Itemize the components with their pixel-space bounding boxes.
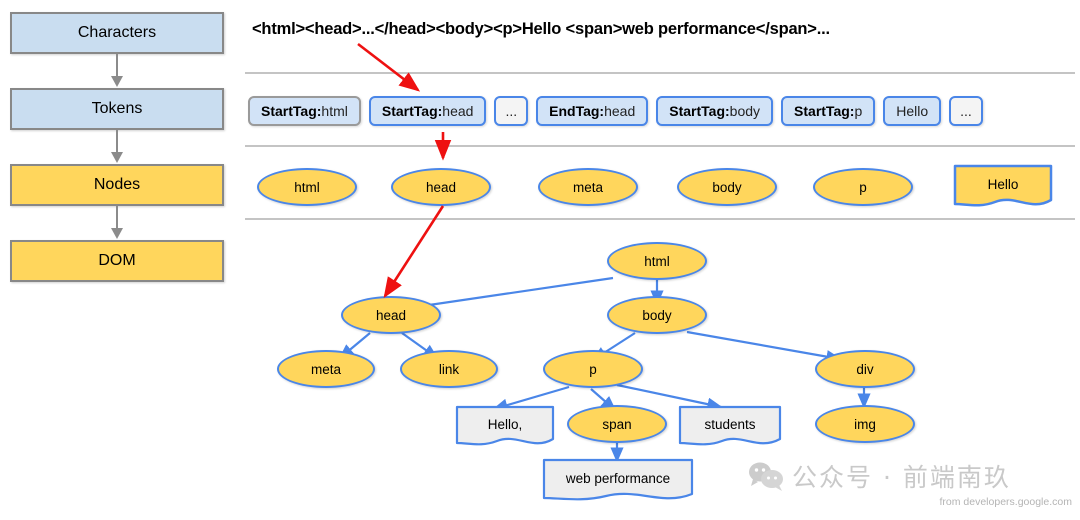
node-head[interactable]: head xyxy=(391,168,491,206)
node-row: html head meta body p Hello xyxy=(248,160,1078,212)
tree-node-label: head xyxy=(375,307,407,323)
tree-node-label: meta xyxy=(310,361,341,377)
tree-node-body[interactable]: body xyxy=(607,296,707,334)
tree-node-label: body xyxy=(642,307,672,323)
tree-node-label: span xyxy=(602,416,632,432)
stage-label: Tokens xyxy=(91,100,143,117)
pipeline-stage-nodes: Nodes xyxy=(10,164,224,206)
token-value: ... xyxy=(505,103,518,119)
source-credit: from developers.google.com xyxy=(939,496,1073,508)
tree-node-img[interactable]: img xyxy=(815,405,915,443)
token-kind: EndTag: xyxy=(549,103,605,119)
tree-node-label: link xyxy=(438,361,460,377)
token-value: p xyxy=(854,103,863,119)
pipeline-stage-characters: Characters xyxy=(10,12,224,54)
token-row: StartTag: html StartTag: head ... EndTag… xyxy=(248,96,983,126)
token-starttag-p[interactable]: StartTag: p xyxy=(781,96,876,126)
node-text-hello[interactable]: Hello xyxy=(953,164,1053,210)
watermark: 公众号 · 前端南玖 xyxy=(748,458,1011,494)
pipeline-arrow-1 xyxy=(10,54,230,88)
node-html[interactable]: html xyxy=(257,168,357,206)
node-label: head xyxy=(425,179,457,195)
tree-node-text-students[interactable]: students xyxy=(678,405,782,449)
token-kind: StartTag: xyxy=(381,103,443,119)
pipeline-flow: Characters Tokens Nodes DO xyxy=(10,12,230,282)
tree-node-head[interactable]: head xyxy=(341,296,441,334)
pipeline-stage-dom: DOM xyxy=(10,240,224,282)
wechat-icon xyxy=(749,462,783,491)
tree-node-label: html xyxy=(644,253,670,269)
tree-node-label: web performance xyxy=(565,471,671,486)
pipeline-arrow-2 xyxy=(10,130,230,164)
watermark-text: 公众号 · 前端南玖 xyxy=(792,463,1011,492)
pipeline-arrow-3 xyxy=(10,206,230,240)
token-value: body xyxy=(729,103,761,119)
token-starttag-head[interactable]: StartTag: head xyxy=(368,96,487,126)
node-label: meta xyxy=(572,179,603,195)
html-source-code: <html><head>...</head><body><p>Hello <sp… xyxy=(252,20,830,38)
token-value: head xyxy=(604,103,636,119)
node-label: html xyxy=(294,179,320,195)
token-value: Hello xyxy=(896,103,929,119)
node-meta[interactable]: meta xyxy=(538,168,638,206)
tree-node-meta[interactable]: meta xyxy=(277,350,375,388)
tree-node-link[interactable]: link xyxy=(400,350,498,388)
separator-line-1 xyxy=(245,72,1075,74)
tree-node-text-webperformance[interactable]: web performance xyxy=(542,458,694,504)
document-shape-icon xyxy=(542,458,694,501)
red-arrow-code-to-token xyxy=(357,42,421,92)
tree-node-label: students xyxy=(704,417,756,432)
token-kind: StartTag: xyxy=(669,103,730,119)
node-label: Hello xyxy=(987,177,1019,192)
node-p[interactable]: p xyxy=(813,168,913,206)
stage-label: DOM xyxy=(98,252,136,269)
tree-node-text-hello[interactable]: Hello, xyxy=(455,405,555,449)
tree-node-label: Hello, xyxy=(487,417,523,432)
token-starttag-html[interactable]: StartTag: html xyxy=(248,96,361,126)
node-label: p xyxy=(859,179,867,195)
token-ellipsis-2[interactable]: ... xyxy=(949,96,983,126)
token-endtag-head[interactable]: EndTag: head xyxy=(536,96,649,126)
stage-label: Characters xyxy=(77,24,157,41)
tree-node-p[interactable]: p xyxy=(543,350,643,388)
token-text-hello[interactable]: Hello xyxy=(883,96,942,126)
dom-tree: html head body meta link p div Hello, sp… xyxy=(245,225,1080,520)
document-shape-icon xyxy=(455,405,555,446)
separator-line-2 xyxy=(245,145,1075,147)
token-value: html xyxy=(321,103,348,119)
document-shape-icon xyxy=(678,405,782,446)
tree-node-label: div xyxy=(856,361,874,377)
document-shape-icon xyxy=(953,164,1053,207)
tree-node-span[interactable]: span xyxy=(567,405,667,443)
stage-label: Nodes xyxy=(93,176,141,193)
tree-node-label: p xyxy=(589,361,597,377)
pipeline-stage-tokens: Tokens xyxy=(10,88,224,130)
token-starttag-body[interactable]: StartTag: body xyxy=(656,96,774,126)
tree-node-div[interactable]: div xyxy=(815,350,915,388)
token-value: head xyxy=(442,103,474,119)
token-kind: StartTag: xyxy=(261,103,322,119)
separator-line-3 xyxy=(245,218,1075,220)
token-ellipsis-1[interactable]: ... xyxy=(494,96,529,126)
tree-node-html[interactable]: html xyxy=(607,242,707,280)
node-body[interactable]: body xyxy=(677,168,777,206)
token-kind: StartTag: xyxy=(794,103,855,119)
tree-node-label: img xyxy=(854,416,876,432)
token-value: ... xyxy=(960,103,972,119)
node-label: body xyxy=(712,179,742,195)
